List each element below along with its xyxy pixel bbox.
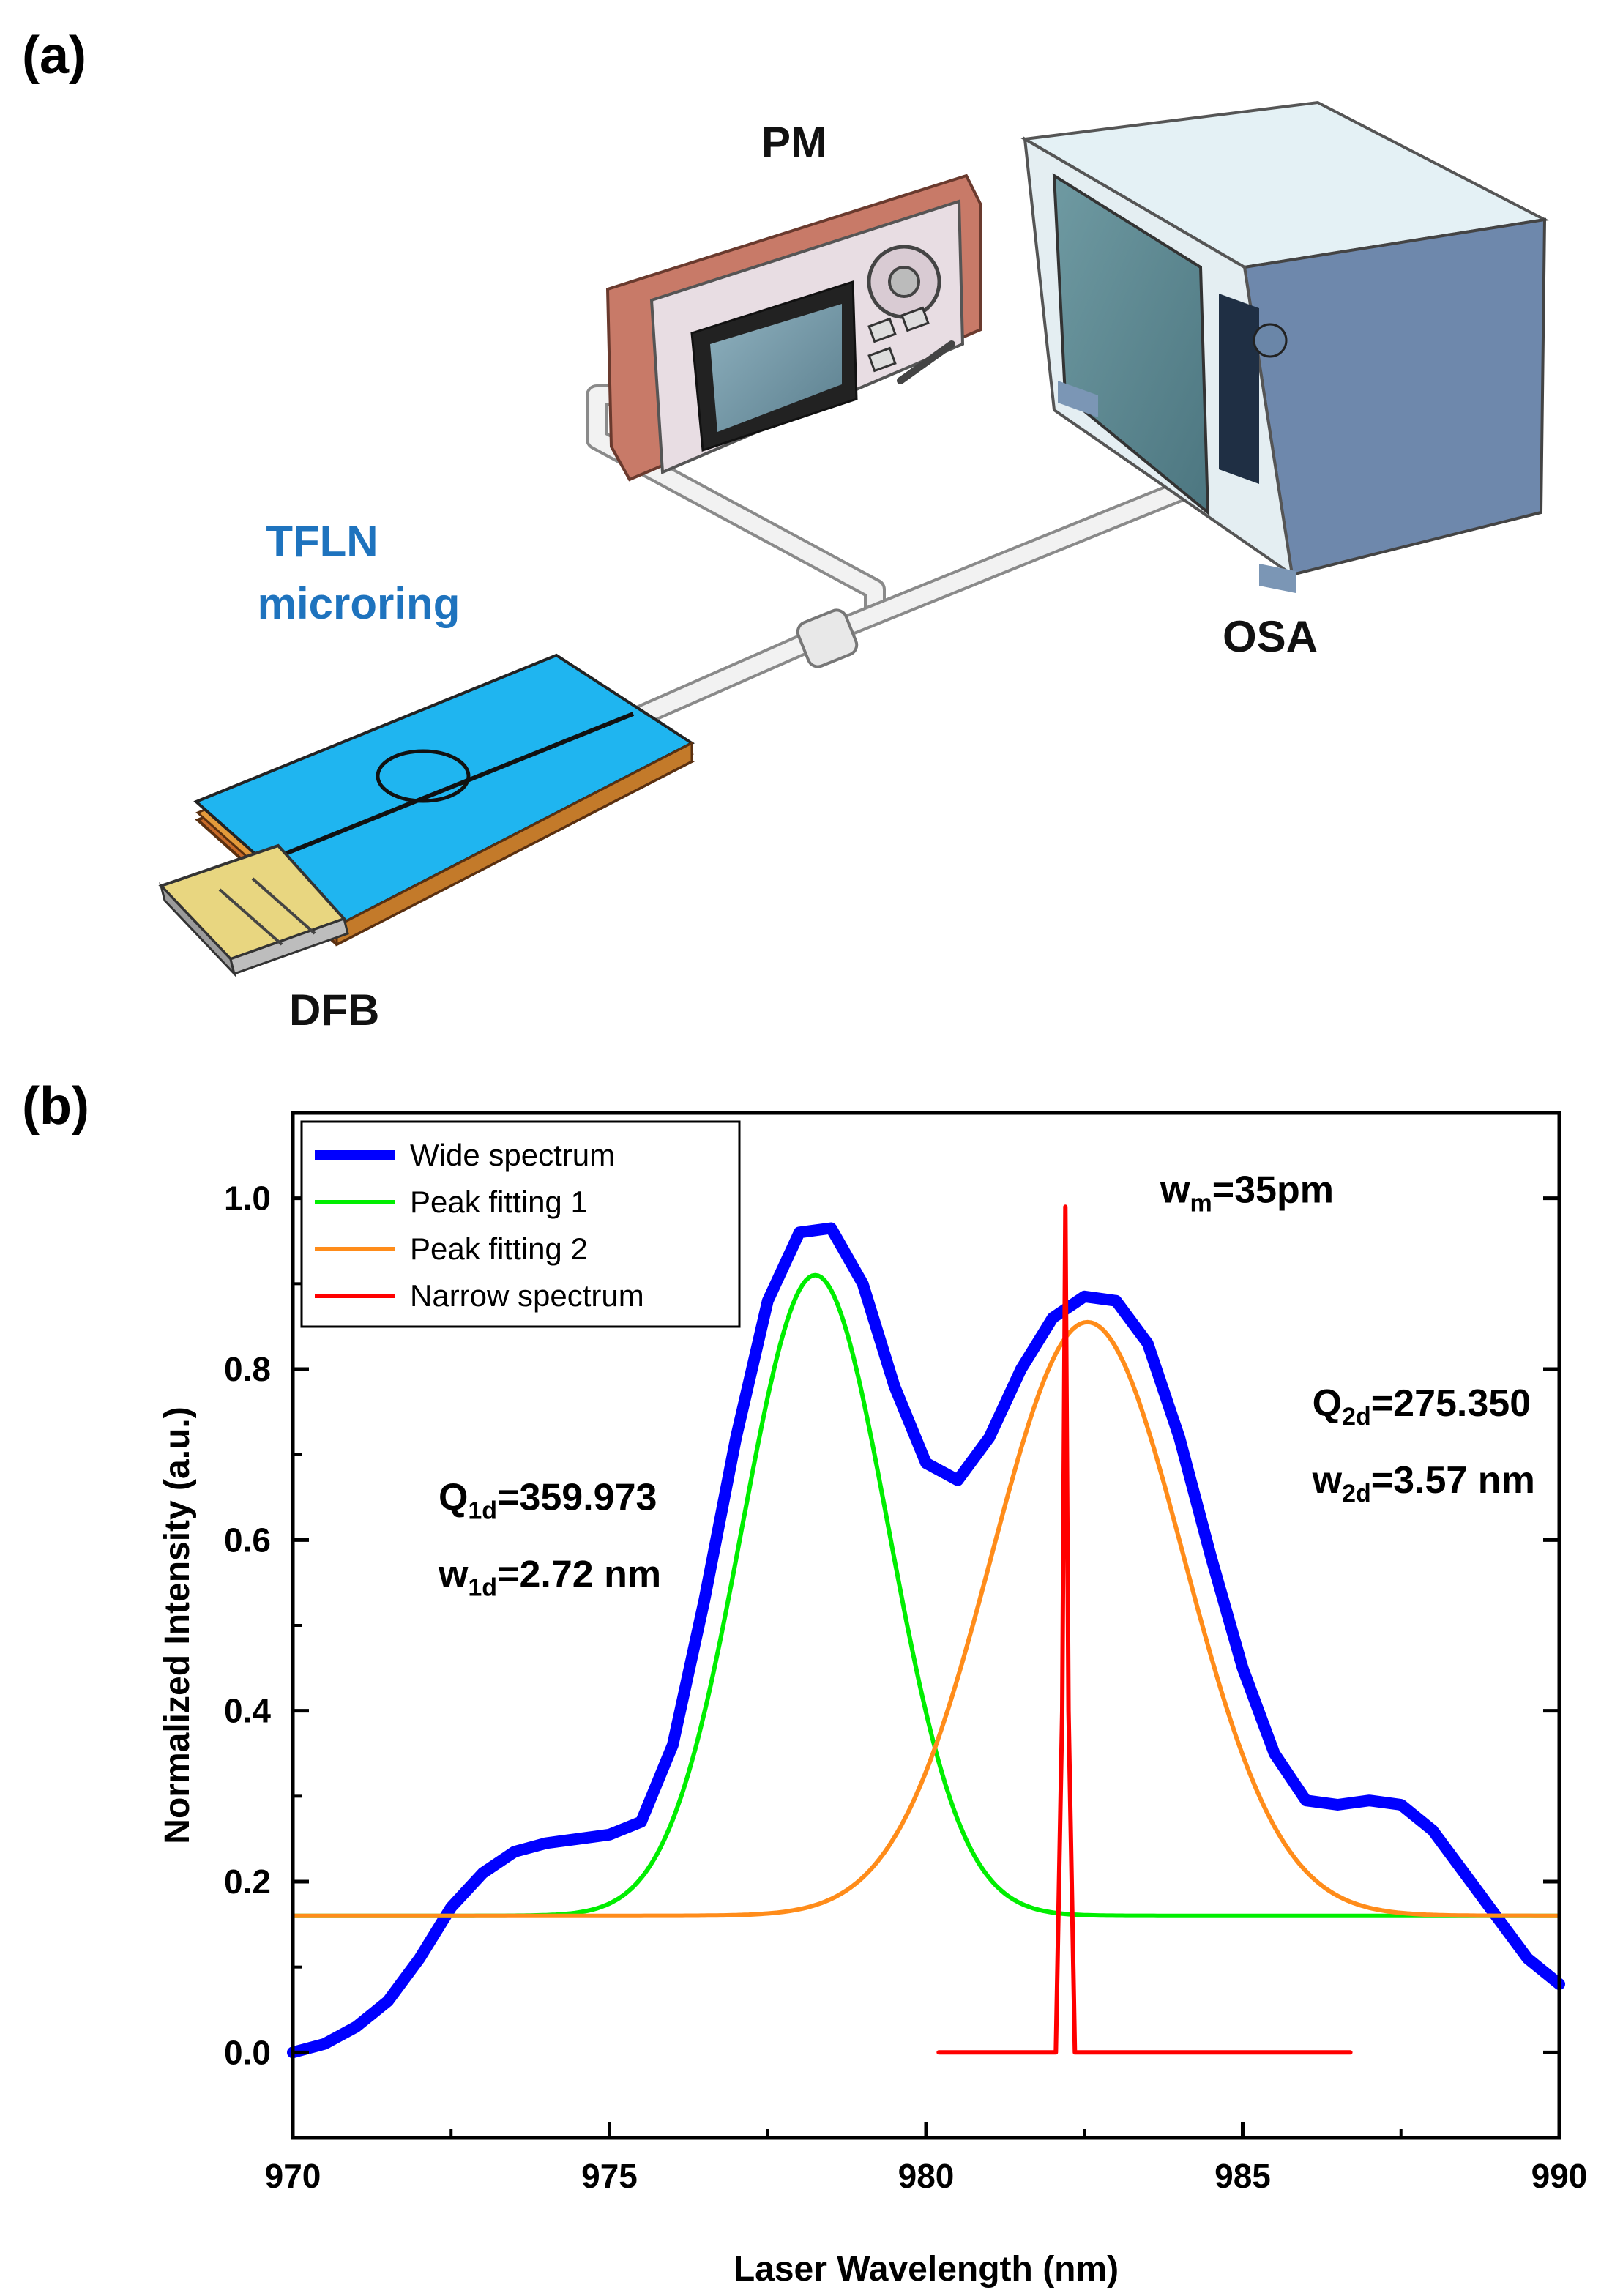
legend-label-narrow: Narrow spectrum xyxy=(410,1278,644,1313)
dfb-label: DFB xyxy=(289,985,379,1035)
x-tick-label: 970 xyxy=(265,2157,321,2195)
narrow-spectrum-series xyxy=(936,1204,1353,2055)
y-tick-label: 1.0 xyxy=(224,1179,271,1218)
legend-label-fit1: Peak fitting 1 xyxy=(410,1185,588,1219)
legend-label-wide: Wide spectrum xyxy=(410,1138,615,1172)
x-tick-label: 975 xyxy=(581,2157,638,2195)
y-tick-label: 0.0 xyxy=(224,2033,271,2071)
panel-a-label: (a) xyxy=(22,26,86,85)
x-tick-label: 990 xyxy=(1531,2157,1588,2195)
x-axis: 970 975 980 985 990 xyxy=(265,2122,1588,2195)
legend: Wide spectrum Peak fitting 1 Peak fittin… xyxy=(300,1120,741,1328)
tfln-chip-assembly: TFLN microring DFB xyxy=(158,517,695,1035)
y-tick-label: 0.6 xyxy=(224,1521,271,1559)
spectrum-chart: (b) 970 975 980 985 990 0.0 0.2 0.4 0.6 0.8 1.0 L… xyxy=(22,1077,1587,2289)
fiber-coupler xyxy=(796,608,859,668)
y-tick-label: 0.8 xyxy=(224,1350,271,1388)
annotation-label: wm=35pm xyxy=(1160,1169,1334,1218)
annotation-label: Q1d=359.973 xyxy=(439,1477,657,1525)
y-axis-label: Normalized Intensity (a.u.) xyxy=(158,1406,197,1844)
annotation-label: w1d=2.72 nm xyxy=(438,1554,661,1602)
series-layer xyxy=(287,1204,1565,2059)
wide-spectrum-series xyxy=(287,1222,1565,2059)
y-tick-label: 0.2 xyxy=(224,1863,271,1901)
y-tick-label: 0.4 xyxy=(224,1692,271,1730)
y-axis: 0.0 0.2 0.4 0.6 0.8 1.0 xyxy=(224,1111,1559,2071)
setup-diagram: (a) PM xyxy=(22,26,1550,1035)
osa-device: OSA xyxy=(1020,100,1550,661)
osa-keypad xyxy=(1219,294,1259,485)
x-tick-label: 985 xyxy=(1214,2157,1271,2195)
tfln-label-line2: microring xyxy=(258,579,460,628)
microring-icon xyxy=(376,749,471,803)
pm-label: PM xyxy=(761,118,827,167)
tfln-label-line1: TFLN xyxy=(266,517,378,566)
legend-label-fit2: Peak fitting 2 xyxy=(410,1231,588,1266)
power-meter-device: PM xyxy=(605,118,982,482)
annotation-label: Q2d=275.350 xyxy=(1313,1382,1531,1431)
annotation-label: w2d=3.57 nm xyxy=(1312,1459,1535,1507)
peak-fitting-2-series xyxy=(291,1319,1561,1918)
panel-b-label: (b) xyxy=(22,1077,89,1136)
plot-area xyxy=(287,1204,1565,2059)
x-tick-label: 980 xyxy=(898,2157,955,2195)
osa-label: OSA xyxy=(1223,612,1318,661)
x-axis-label: Laser Wavelength (nm) xyxy=(734,2250,1119,2289)
